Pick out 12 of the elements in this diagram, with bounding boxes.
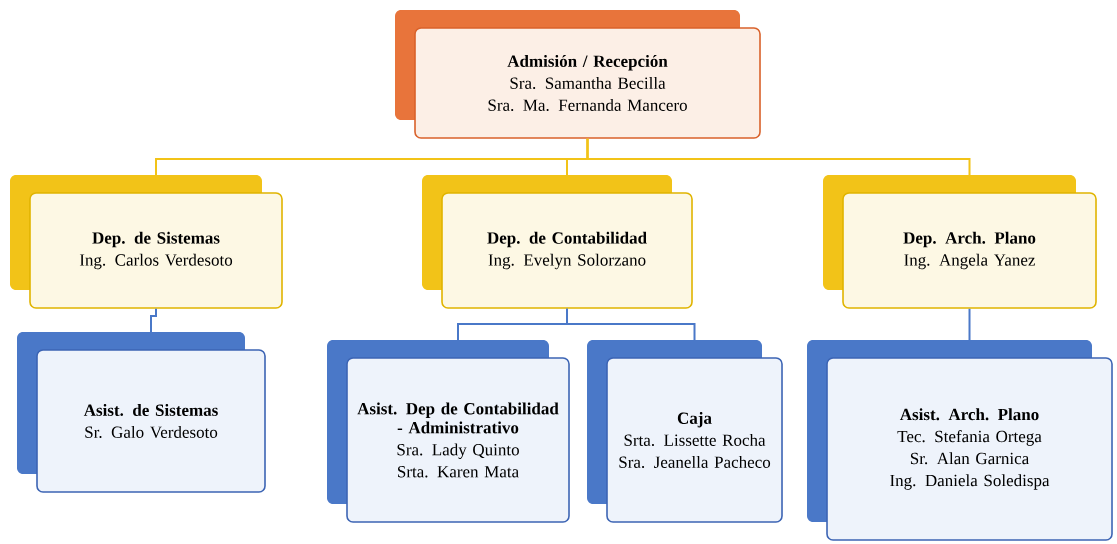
org-box: Dep. de Sistemas Ing. Carlos Verdesoto xyxy=(10,175,283,309)
org-box: Dep. Arch. Plano Ing. Angela Yanez xyxy=(823,175,1097,309)
org-box: Caja Srta. Lissette Rocha Sra. Jeanella Pacheco xyxy=(587,340,783,523)
org-box: Asist. Dep de Contabilidad - Administrativo Sra. Lady Quinto Srta. Karen Mata xyxy=(327,340,570,523)
org-box: Dep. de Contabilidad Ing. Evelyn Solorzano xyxy=(422,175,693,309)
org-box: Asist. Arch. Plano Tec. Stefania Ortega Sr. Alan Garnica Ing. Daniela Soledispa xyxy=(807,340,1113,541)
connector-line xyxy=(586,137,971,176)
connector-line xyxy=(968,307,971,341)
org-box: Admisión / Recepción Sra. Samantha Becilla Sra. Ma. Fernanda Mancero xyxy=(395,10,761,139)
connector-line xyxy=(566,307,696,341)
connector-line xyxy=(150,307,157,333)
org-box: Asist. de Sistemas Sr. Galo Verdesoto xyxy=(17,332,266,493)
